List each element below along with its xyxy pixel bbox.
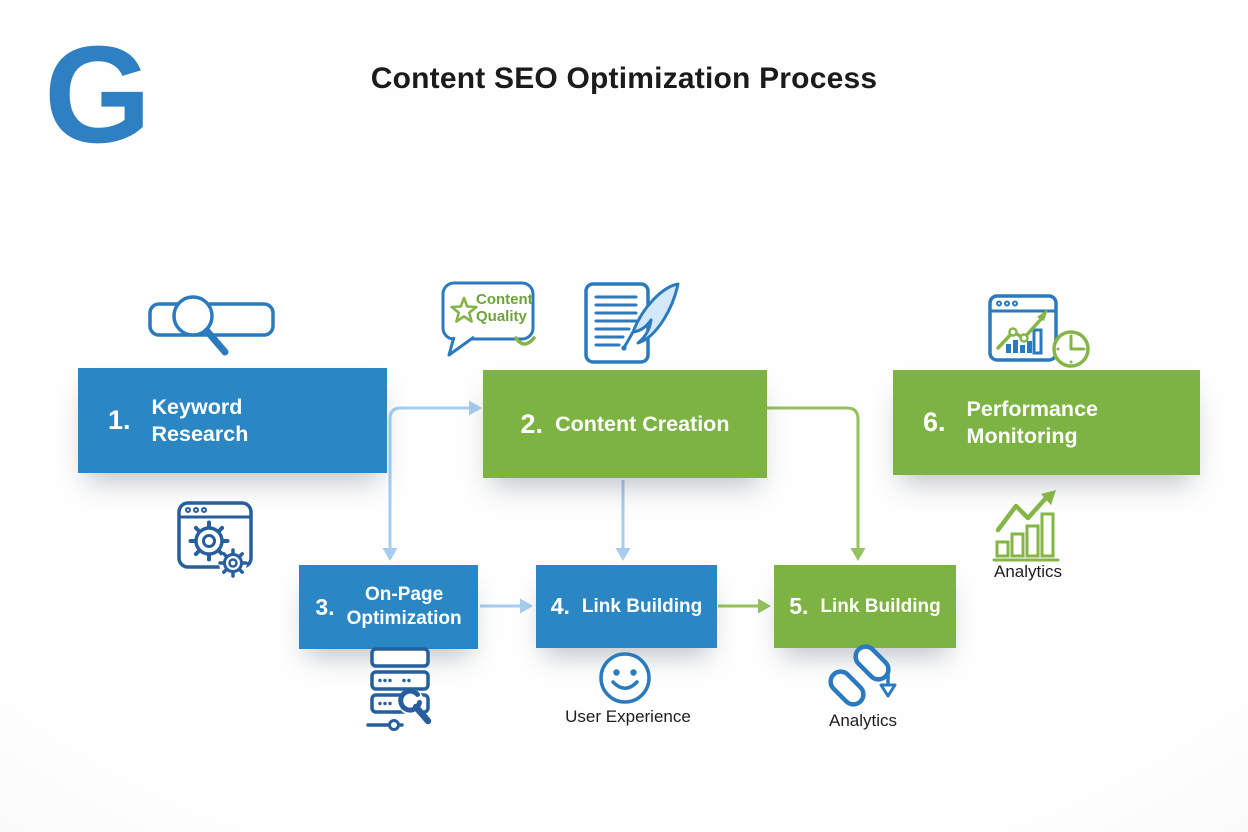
browser-chart-clock-icon <box>988 294 1090 368</box>
step-number: 4. <box>550 593 570 619</box>
server-wrench-icon <box>366 647 432 731</box>
step-number: 2. <box>520 408 544 439</box>
connector-content-to-linkbuilding5 <box>718 406 860 608</box>
step-number: 1. <box>108 405 131 435</box>
step-box-link-building-5: 5. Link Building <box>774 565 956 648</box>
step-number: 6. <box>923 407 946 437</box>
google-logo: G <box>44 18 151 172</box>
step-box-link-building-4: 4. Link Building <box>536 565 717 648</box>
step-box-content-creation: 2. Content Creation <box>483 370 767 478</box>
analytics-chart-icon <box>992 490 1060 562</box>
star-icon <box>450 296 478 323</box>
caption-user-experience: User Experience <box>565 707 691 726</box>
step-label: On-Page Optimization <box>346 584 462 629</box>
caption-analytics-monitoring: Analytics <box>993 562 1063 581</box>
step-box-onpage-optimization: 3. On-Page Optimization <box>299 565 478 649</box>
caption-analytics-link-building: Analytics <box>828 711 898 730</box>
step-number: 5. <box>789 593 809 619</box>
quality-check-swoosh-icon <box>514 336 536 346</box>
step-box-keyword-research: 1. Keyword Research <box>78 368 387 473</box>
content-quality-label: Content Quality <box>476 291 533 326</box>
step-number: 3. <box>315 593 335 620</box>
connector-content-to-linkbuilding4 <box>480 480 625 608</box>
chain-link-icon <box>828 644 897 707</box>
content-quality-badge-icon <box>441 281 536 357</box>
page-title: Content SEO Optimization Process <box>370 62 878 95</box>
arrowheads-blue <box>382 400 631 614</box>
step-label: Link Building <box>581 595 703 617</box>
step-label: Content Creation <box>555 411 730 436</box>
browser-gears-icon <box>177 501 253 578</box>
smiley-face-icon <box>599 652 651 704</box>
arrowheads-green <box>758 548 866 614</box>
step-label: Performance Monitoring <box>966 396 1098 448</box>
search-bar-icon <box>148 295 275 356</box>
step-label: Keyword Research <box>151 394 249 446</box>
step-label: Link Building <box>820 595 941 617</box>
document-quill-icon <box>584 282 680 364</box>
step-box-performance-monitoring: 6. Performance Monitoring <box>893 370 1200 475</box>
connector-elbow-to-content-creation <box>388 406 470 548</box>
